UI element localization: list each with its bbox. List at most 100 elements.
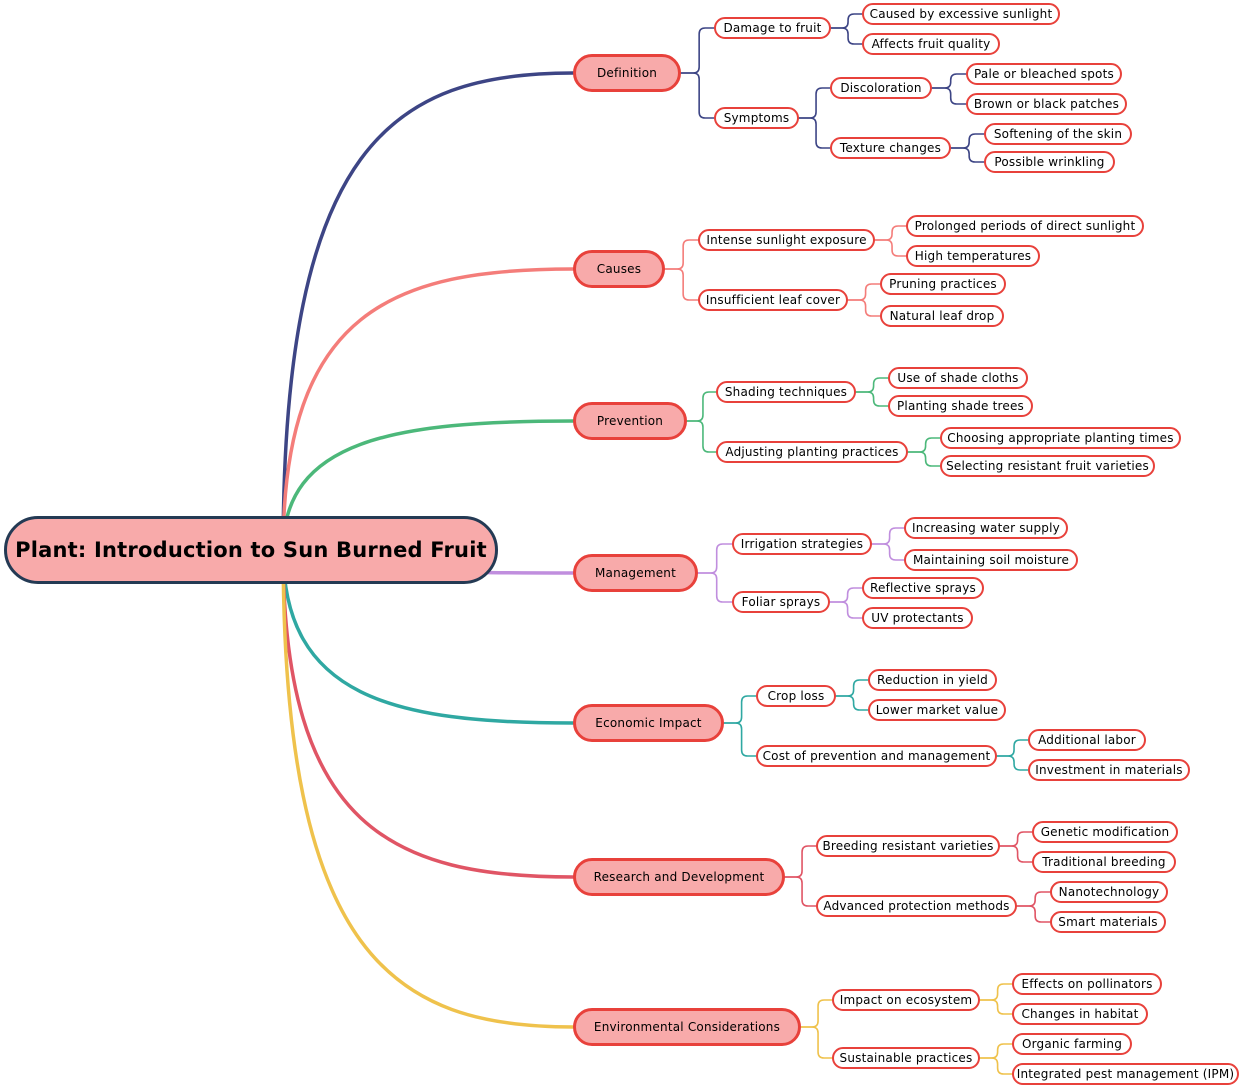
subtopic-sustainable-practices[interactable]: Sustainable practices xyxy=(832,1047,980,1069)
leaf-changes-in-habitat[interactable]: Changes in habitat xyxy=(1012,1003,1148,1025)
leaf-connector xyxy=(950,133,985,149)
leaf-pale-or-bleached-spots[interactable]: Pale or bleached spots xyxy=(966,63,1122,85)
subtopic-connector xyxy=(697,543,733,574)
branch-connector xyxy=(281,419,575,552)
leaf-connector xyxy=(835,679,869,697)
subtopic-discoloration[interactable]: Discoloration xyxy=(830,77,932,99)
branch-connector xyxy=(281,548,575,725)
leaf-softening-of-the-skin[interactable]: Softening of the skin xyxy=(984,123,1132,145)
leaf-connector xyxy=(907,437,941,453)
leaf-affects-fruit-quality[interactable]: Affects fruit quality xyxy=(862,33,1000,55)
leaf-connector xyxy=(829,601,863,619)
leaf-connector xyxy=(979,1057,1013,1075)
leaf-brown-or-black-patches[interactable]: Brown or black patches xyxy=(966,93,1127,115)
leaf-connector xyxy=(835,695,869,711)
topic-prevention[interactable]: Prevention xyxy=(573,402,687,440)
topic-economic-impact[interactable]: Economic Impact xyxy=(573,704,724,742)
subtopic-foliar-sprays[interactable]: Foliar sprays xyxy=(732,591,830,613)
subtopic-connector xyxy=(723,695,757,724)
leaf-additional-labor[interactable]: Additional labor xyxy=(1028,729,1146,751)
subtopic-connector xyxy=(784,845,817,878)
subtopic-connector xyxy=(784,876,817,907)
leaf-connector xyxy=(830,27,863,45)
leaf-connector xyxy=(871,543,905,561)
leaf-connector xyxy=(874,239,907,257)
leaf-prolonged-periods-of-direct-sunlight[interactable]: Prolonged periods of direct sunlight xyxy=(906,215,1144,237)
leaf-connector xyxy=(979,1043,1013,1059)
leaf-increasing-water-supply[interactable]: Increasing water supply xyxy=(904,517,1068,539)
leaf-connector xyxy=(798,87,831,119)
subtopic-breeding-resistant-varieties[interactable]: Breeding resistant varieties xyxy=(816,835,1000,857)
subtopic-connector xyxy=(800,999,833,1028)
subtopic-shading-techniques[interactable]: Shading techniques xyxy=(716,381,856,403)
leaf-lower-market-value[interactable]: Lower market value xyxy=(868,699,1006,721)
topic-causes[interactable]: Causes xyxy=(573,250,665,288)
leaf-use-of-shade-cloths[interactable]: Use of shade cloths xyxy=(888,367,1028,389)
subtopic-connector xyxy=(697,572,733,603)
leaf-maintaining-soil-moisture[interactable]: Maintaining soil moisture xyxy=(904,549,1078,571)
subtopic-crop-loss[interactable]: Crop loss xyxy=(756,685,836,707)
leaf-smart-materials[interactable]: Smart materials xyxy=(1050,911,1166,933)
topic-environmental-considerations[interactable]: Environmental Considerations xyxy=(573,1008,801,1046)
leaf-connector xyxy=(1016,891,1051,907)
leaf-connector xyxy=(996,739,1029,757)
leaf-possible-wrinkling[interactable]: Possible wrinkling xyxy=(984,151,1115,173)
subtopic-connector xyxy=(664,268,699,301)
leaf-connector xyxy=(979,999,1013,1015)
topic-management[interactable]: Management xyxy=(573,554,698,592)
subtopic-adjusting-planting-practices[interactable]: Adjusting planting practices xyxy=(716,441,908,463)
leaf-connector xyxy=(829,587,863,603)
leaf-reflective-sprays[interactable]: Reflective sprays xyxy=(862,577,984,599)
leaf-connector xyxy=(999,845,1033,863)
branch-connector xyxy=(281,548,575,879)
subtopic-cost-of-prevention-and-management[interactable]: Cost of prevention and management xyxy=(756,745,997,767)
leaf-choosing-appropriate-planting-times[interactable]: Choosing appropriate planting times xyxy=(940,427,1181,449)
subtopic-connector xyxy=(680,27,715,74)
subtopic-irrigation-strategies[interactable]: Irrigation strategies xyxy=(732,533,872,555)
leaf-selecting-resistant-fruit-varieties[interactable]: Selecting resistant fruit varieties xyxy=(940,455,1155,477)
subtopic-texture-changes[interactable]: Texture changes xyxy=(830,137,951,159)
subtopic-connector xyxy=(800,1026,833,1059)
leaf-pruning-practices[interactable]: Pruning practices xyxy=(880,273,1006,295)
subtopic-intense-sunlight-exposure[interactable]: Intense sunlight exposure xyxy=(698,229,875,251)
subtopic-advanced-protection-methods[interactable]: Advanced protection methods xyxy=(816,895,1017,917)
leaf-nanotechnology[interactable]: Nanotechnology xyxy=(1050,881,1168,903)
leaf-connector xyxy=(855,377,889,393)
subtopic-insufficient-leaf-cover[interactable]: Insufficient leaf cover xyxy=(698,289,848,311)
topic-research-and-development[interactable]: Research and Development xyxy=(573,858,785,896)
leaf-organic-farming[interactable]: Organic farming xyxy=(1012,1033,1132,1055)
leaf-connector xyxy=(999,831,1033,847)
subtopic-damage-to-fruit[interactable]: Damage to fruit xyxy=(714,17,831,39)
leaf-connector xyxy=(830,13,863,29)
subtopic-connector xyxy=(686,391,717,422)
leaf-connector xyxy=(1016,905,1051,923)
leaf-integrated-pest-management[interactable]: Integrated pest management (IPM) xyxy=(1012,1063,1239,1085)
subtopic-connector xyxy=(686,420,717,453)
leaf-connector xyxy=(907,451,941,467)
leaf-reduction-in-yield[interactable]: Reduction in yield xyxy=(868,669,997,691)
leaf-traditional-breeding[interactable]: Traditional breeding xyxy=(1032,851,1176,873)
topic-definition[interactable]: Definition xyxy=(573,54,681,92)
leaf-planting-shade-trees[interactable]: Planting shade trees xyxy=(888,395,1033,417)
branch-connector xyxy=(281,548,575,1029)
leaf-connector xyxy=(855,391,889,407)
leaf-uv-protectants[interactable]: UV protectants xyxy=(862,607,973,629)
branch-connector xyxy=(281,267,575,552)
leaf-connector xyxy=(798,117,831,149)
branch-connector xyxy=(281,71,575,552)
leaf-high-temperatures[interactable]: High temperatures xyxy=(906,245,1040,267)
root-topic[interactable]: Plant: Introduction to Sun Burned Fruit xyxy=(4,516,498,584)
leaf-natural-leaf-drop[interactable]: Natural leaf drop xyxy=(880,305,1004,327)
leaf-connector xyxy=(931,73,967,89)
subtopic-symptoms[interactable]: Symptoms xyxy=(714,107,799,129)
leaf-connector xyxy=(847,283,881,301)
leaf-connector xyxy=(931,87,967,105)
leaf-connector xyxy=(979,983,1013,1001)
leaf-effects-on-pollinators[interactable]: Effects on pollinators xyxy=(1012,973,1162,995)
leaf-investment-in-materials[interactable]: Investment in materials xyxy=(1028,759,1190,781)
leaf-connector xyxy=(950,147,985,163)
leaf-caused-by-excessive-sunlight[interactable]: Caused by excessive sunlight xyxy=(862,3,1060,25)
leaf-connector xyxy=(871,527,905,545)
leaf-genetic-modification[interactable]: Genetic modification xyxy=(1032,821,1178,843)
subtopic-impact-on-ecosystem[interactable]: Impact on ecosystem xyxy=(832,989,980,1011)
